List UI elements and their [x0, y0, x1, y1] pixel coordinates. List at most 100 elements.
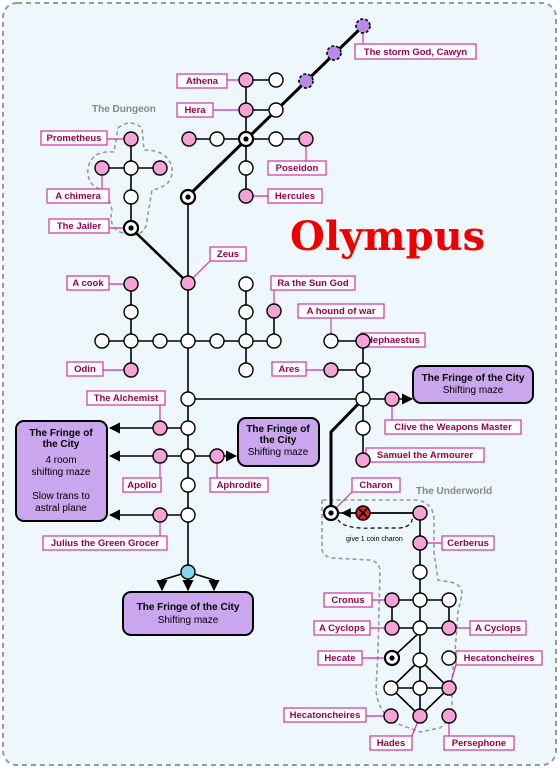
station-apollo[interactable]: [152, 448, 168, 464]
station-ra[interactable]: [266, 303, 282, 319]
label-cook[interactable]: A cook: [66, 275, 131, 291]
station-olympus-gate[interactable]: [237, 130, 255, 148]
station-samuel[interactable]: [355, 452, 371, 468]
station-n1[interactable]: [268, 102, 284, 118]
station-persephone[interactable]: [441, 708, 457, 724]
fringe-box-right[interactable]: The Fringe of the City Shifting maze: [412, 365, 534, 404]
station-n2[interactable]: [268, 72, 284, 88]
station-julius[interactable]: [152, 507, 168, 523]
station-alchemist[interactable]: [152, 420, 168, 436]
station-u6[interactable]: [441, 650, 457, 666]
label-odin[interactable]: Odin: [66, 361, 131, 377]
station-far-shore[interactable]: [412, 505, 428, 521]
label-prometheus[interactable]: Prometheus: [40, 130, 131, 146]
station-e4[interactable]: [238, 333, 254, 349]
station-n4[interactable]: [268, 131, 284, 147]
station-sky-2[interactable]: [326, 45, 342, 61]
station-t2[interactable]: [180, 448, 196, 464]
station-odin[interactable]: [123, 362, 139, 378]
station-cerberus[interactable]: [412, 535, 428, 551]
station-u5[interactable]: [412, 652, 428, 668]
station-ares[interactable]: [323, 362, 339, 378]
station-cyclops-right[interactable]: [441, 620, 457, 636]
label-poseidon[interactable]: Poseidon: [267, 139, 327, 176]
station-w1[interactable]: [123, 304, 139, 320]
station-e3[interactable]: [238, 304, 254, 320]
station-hera-link[interactable]: [181, 131, 197, 147]
station-cronus[interactable]: [384, 592, 400, 608]
station-chimera[interactable]: [94, 160, 110, 176]
station-u8[interactable]: [412, 680, 428, 696]
station-c2[interactable]: [355, 420, 371, 436]
station-u2[interactable]: [412, 592, 428, 608]
station-hephaestus[interactable]: [355, 333, 371, 349]
station-t1[interactable]: [180, 420, 196, 436]
station-w4[interactable]: [152, 333, 168, 349]
station-poseidon[interactable]: [298, 131, 314, 147]
label-hecate[interactable]: Hecate: [317, 650, 392, 666]
station-alch-hub[interactable]: [180, 391, 196, 407]
station-hound-link[interactable]: [323, 333, 339, 349]
station-fork[interactable]: [180, 564, 196, 580]
station-prometheus[interactable]: [123, 131, 139, 147]
label-chimera[interactable]: A chimera: [46, 168, 110, 204]
label-text: Cronus: [331, 595, 364, 606]
station-c1[interactable]: [355, 362, 371, 378]
station-d1[interactable]: [123, 160, 139, 176]
station-cook[interactable]: [123, 276, 139, 292]
station-d2[interactable]: [123, 189, 139, 205]
station-u7[interactable]: [383, 680, 399, 696]
station-e5[interactable]: [238, 362, 254, 378]
station-e6[interactable]: [266, 333, 282, 349]
label-ra[interactable]: Ra the Sun God: [270, 275, 356, 311]
station-w3[interactable]: [94, 333, 110, 349]
station-hera[interactable]: [238, 102, 254, 118]
station-sky-base[interactable]: [179, 188, 197, 206]
station-athena[interactable]: [238, 72, 254, 88]
label-text: Hecatoncheires: [290, 710, 361, 721]
station-jailer[interactable]: [122, 219, 140, 237]
station-u4[interactable]: [412, 620, 428, 636]
station-e2[interactable]: [238, 276, 254, 292]
label-persephone[interactable]: Persephone: [443, 716, 515, 751]
label-julius[interactable]: Julius the Green Grocer: [42, 515, 168, 551]
label-hound[interactable]: A hound of war: [297, 303, 385, 341]
label-text: Poseidon: [276, 163, 319, 174]
station-hecatoncheires-right[interactable]: [441, 680, 457, 696]
station-hecate[interactable]: [383, 649, 401, 667]
station-t4[interactable]: [180, 507, 196, 523]
label-samuel[interactable]: Samuel the Armourer: [363, 447, 485, 463]
station-n3[interactable]: [209, 131, 225, 147]
station-zeus[interactable]: [180, 275, 196, 291]
label-text: Julius the Green Grocer: [51, 538, 160, 549]
station-hercules[interactable]: [238, 188, 254, 204]
fringe-box-bottom[interactable]: The Fringe of the City Shifting maze: [122, 591, 254, 636]
station-storm-god[interactable]: [355, 18, 371, 34]
label-alchemist[interactable]: The Alchemist: [86, 390, 166, 428]
station-charon[interactable]: [322, 504, 340, 522]
station-n5[interactable]: [238, 160, 254, 176]
label-clive[interactable]: Clive the Weapons Master: [384, 399, 522, 435]
fringe-box-middle[interactable]: The Fringe of the City Shifting maze: [237, 417, 320, 467]
fringe-box-left[interactable]: The Fringe of the City 4 room shifting m…: [15, 420, 108, 522]
station-u3[interactable]: [441, 592, 457, 608]
station-aphrodite[interactable]: [209, 448, 225, 464]
label-cerberus[interactable]: Cerberus: [420, 535, 495, 551]
label-cronus[interactable]: Cronus: [323, 592, 392, 608]
station-hecatoncheires-left[interactable]: [383, 708, 399, 724]
station-hub[interactable]: [180, 333, 196, 349]
label-cyclops-left[interactable]: A Cyclops: [313, 620, 392, 636]
station-east-hub[interactable]: [355, 391, 371, 407]
station-hades[interactable]: [412, 708, 428, 724]
svg-text:shifting maze: shifting maze: [32, 467, 91, 478]
station-sky-3[interactable]: [298, 73, 314, 89]
label-hades[interactable]: Hades: [369, 715, 421, 751]
station-d-east[interactable]: [152, 160, 168, 176]
station-t3[interactable]: [180, 477, 196, 493]
station-u1[interactable]: [412, 564, 428, 580]
station-w2[interactable]: [123, 333, 139, 349]
station-clive[interactable]: [384, 391, 400, 407]
station-cyclops-left[interactable]: [384, 620, 400, 636]
station-e1[interactable]: [209, 333, 225, 349]
label-cyclops-right[interactable]: A Cyclops: [449, 620, 527, 636]
